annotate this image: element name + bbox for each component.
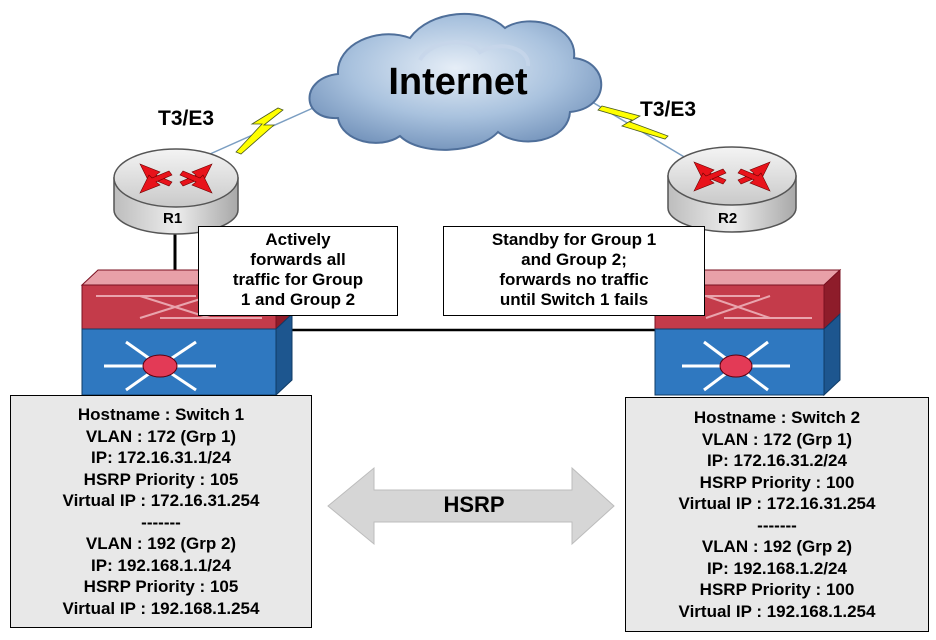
callout-line: Actively: [265, 230, 331, 249]
router-r2-icon: [667, 146, 797, 233]
callout-line: traffic for Group: [232, 270, 364, 289]
config-line: IP: 192.168.1.2/24: [707, 558, 847, 578]
switch-2-config-box: Hostname : Switch 2 VLAN : 172 (Grp 1) I…: [625, 397, 929, 632]
config-line: Virtual IP : 192.168.1.254: [62, 598, 260, 618]
config-line: HSRP Priority : 100: [699, 472, 855, 492]
callout-line: until Switch 1 fails: [499, 290, 649, 309]
config-line: IP: 172.16.31.1/24: [91, 448, 231, 467]
config-line: Virtual IP : 172.16.31.254: [62, 491, 260, 510]
config-line: IP: 172.16.31.2/24: [707, 451, 847, 470]
callout-line: and Group 2;: [521, 250, 627, 269]
lightning-icon: [597, 105, 669, 140]
config-line: VLAN : 192 (Grp 2): [85, 534, 237, 553]
config-line: VLAN : 192 (Grp 2): [701, 537, 853, 556]
callout-line: 1 and Group 2: [240, 290, 356, 309]
config-line: HSRP Priority : 100: [699, 580, 855, 599]
router-r2-label: R2: [718, 210, 738, 227]
config-line: Virtual IP : 172.16.31.254: [678, 494, 876, 513]
callout-line: Standby for Group 1: [491, 230, 657, 249]
serial-link-left: [209, 103, 323, 155]
config-line: HSRP Priority : 105: [83, 577, 239, 596]
config-line: Hostname : Switch 2: [693, 408, 861, 427]
config-line: HSRP Priority : 105: [83, 469, 239, 489]
config-line: -------: [141, 512, 181, 532]
router-r1-icon: [113, 148, 239, 235]
link-label-right: T3/E3: [640, 98, 697, 121]
internet-label: Internet: [388, 61, 528, 103]
callout-line: forwards all: [250, 250, 346, 269]
config-line: VLAN : 172 (Grp 1): [85, 426, 237, 446]
internet-cloud-icon: [308, 12, 603, 151]
lightning-icon: [235, 107, 284, 155]
config-line: -------: [757, 515, 797, 535]
switch-1-config-box: Hostname : Switch 1 VLAN : 172 (Grp 1) I…: [10, 395, 312, 628]
active-router-callout: Actively forwards all traffic for Group …: [198, 226, 398, 316]
hsrp-label: HSRP: [443, 492, 505, 517]
config-line: Virtual IP : 192.168.1.254: [678, 601, 876, 621]
hsrp-double-arrow: [327, 466, 615, 546]
config-line: VLAN : 172 (Grp 1): [701, 429, 853, 449]
callout-line: forwards no traffic: [499, 270, 649, 289]
standby-router-callout: Standby for Group 1 and Group 2; forward…: [443, 226, 705, 316]
config-line: IP: 192.168.1.1/24: [91, 555, 231, 575]
router-r1-label: R1: [163, 210, 183, 227]
link-label-left: T3/E3: [158, 107, 215, 130]
config-line: Hostname : Switch 1: [77, 405, 245, 424]
